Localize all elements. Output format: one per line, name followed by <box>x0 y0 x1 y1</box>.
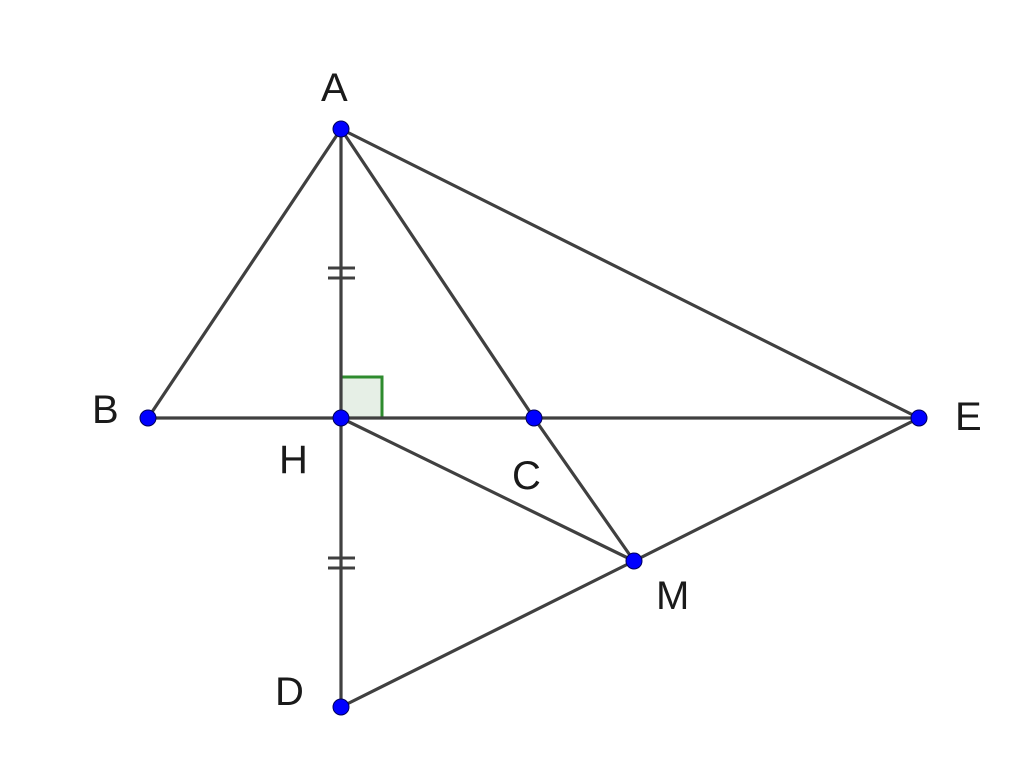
label-b: B <box>92 388 119 432</box>
segment-cm <box>532 416 636 563</box>
equal-marks-hd <box>328 556 355 570</box>
segment-ae <box>339 127 921 420</box>
equal-marks-ah <box>328 266 355 280</box>
label-d: D <box>275 670 304 714</box>
point-h[interactable] <box>332 409 350 427</box>
segment-ac <box>339 127 536 420</box>
label-c: C <box>512 454 541 498</box>
label-e: E <box>955 395 982 439</box>
label-m: M <box>656 574 689 618</box>
point-d[interactable] <box>332 698 350 716</box>
point-e[interactable] <box>910 409 928 427</box>
label-a: A <box>321 66 348 110</box>
point-b[interactable] <box>139 409 157 427</box>
segment-dm <box>339 559 636 709</box>
right-angle-marker <box>339 375 384 420</box>
points <box>139 120 928 716</box>
point-a[interactable] <box>332 120 350 138</box>
segment-ab <box>146 127 343 420</box>
point-m[interactable] <box>625 552 643 570</box>
point-c[interactable] <box>525 409 543 427</box>
segment-me <box>632 416 921 563</box>
labels: A B H C E M D <box>92 66 982 714</box>
segment-hm <box>339 416 636 563</box>
label-h: H <box>279 438 308 482</box>
